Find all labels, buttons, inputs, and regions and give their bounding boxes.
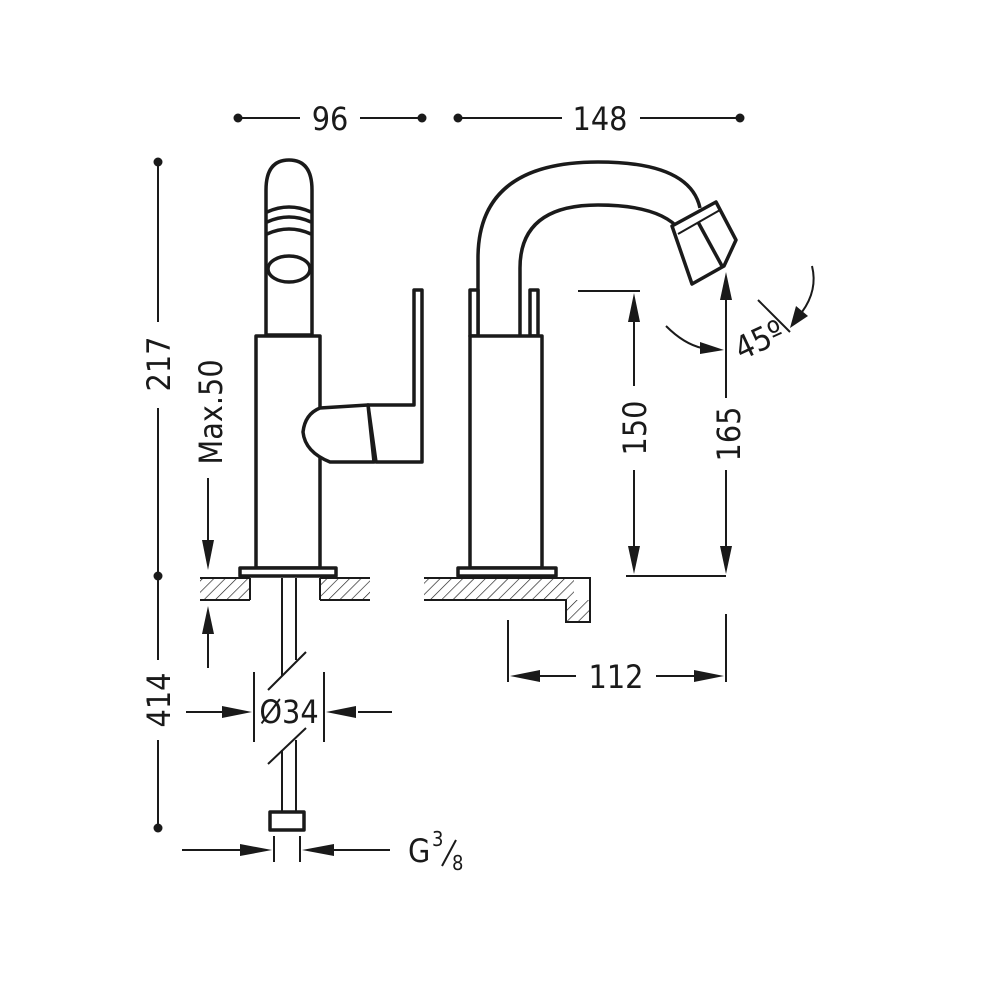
dimension-label-96: 96 — [312, 100, 349, 138]
dimension-label-angle: 45º — [729, 312, 791, 368]
dimension-max50: Max.50 — [192, 359, 230, 668]
dimension-diameter-34: Ø34 — [186, 672, 392, 742]
dimension-label-217: 217 — [140, 337, 178, 392]
dimension-112: 112 — [507, 614, 727, 696]
dimension-angle-45: 45º — [665, 265, 815, 368]
dimension-96: 96 — [233, 100, 427, 138]
dimension-label-150: 150 — [616, 401, 654, 456]
faucet-side-view — [200, 158, 424, 832]
dimension-165: 165 — [710, 272, 748, 574]
dimension-label-165: 165 — [710, 407, 748, 462]
dimension-label-414: 414 — [140, 673, 178, 728]
dimension-label-148: 148 — [573, 100, 628, 138]
dimension-label-thread-numerator: 3 — [432, 827, 443, 851]
dimension-label-thread-denominator: 8 — [452, 851, 463, 875]
dimension-label-diameter: Ø34 — [259, 693, 318, 731]
dimension-148: 148 — [453, 100, 745, 138]
dimension-label-112: 112 — [589, 658, 644, 696]
dimension-150: 150 — [578, 290, 726, 577]
dimension-label-thread: G — [408, 832, 430, 870]
faucet-front-view — [424, 160, 738, 623]
dimension-217: 217 — [140, 157, 178, 581]
dimension-414: 414 — [140, 576, 178, 833]
dimension-thread: G 3 8 — [182, 827, 463, 875]
dimension-label-max50: Max.50 — [192, 359, 230, 464]
